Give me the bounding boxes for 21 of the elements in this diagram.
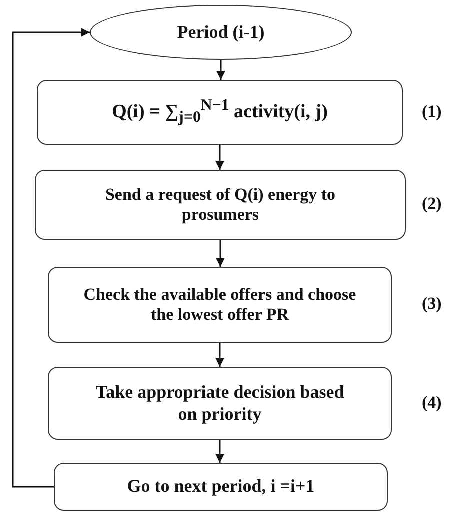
node-text: Take appropriate decision based on priority bbox=[94, 382, 346, 426]
step-number: (3) bbox=[422, 294, 442, 314]
arrow bbox=[216, 240, 225, 267]
arrow bbox=[216, 60, 226, 80]
arrow bbox=[216, 343, 224, 367]
arrow bbox=[216, 440, 224, 463]
process-box bbox=[37, 80, 403, 145]
process-box bbox=[35, 170, 406, 240]
node-text: Check the available offers and choose the lowest offer PR bbox=[82, 284, 358, 326]
step-number: (4) bbox=[422, 392, 442, 412]
process-box bbox=[48, 267, 392, 343]
node-text: Send a request of Q(i) energy to prosumers bbox=[104, 184, 337, 226]
node-text: Q(i) = ∑$_{j=0}$$^{N−1}$ activity(i, j) bbox=[112, 96, 328, 128]
node-text: Period (i-1) bbox=[177, 22, 265, 44]
arrow bbox=[12, 28, 90, 488]
process-box bbox=[48, 367, 392, 440]
step-number: (1) bbox=[422, 102, 442, 122]
arrow bbox=[216, 145, 224, 170]
step-number: (2) bbox=[422, 194, 442, 214]
node-text: Go to next period, i =i+1 bbox=[127, 476, 315, 498]
process-box bbox=[54, 463, 388, 511]
